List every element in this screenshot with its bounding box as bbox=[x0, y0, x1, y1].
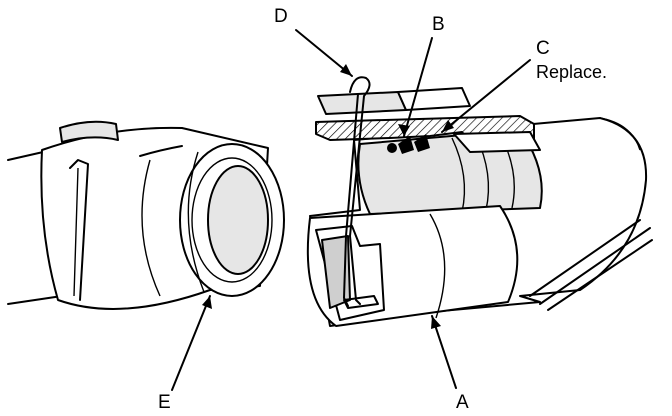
callout-d: D bbox=[274, 6, 288, 27]
callout-c: C bbox=[536, 38, 550, 59]
callout-b: B bbox=[432, 14, 445, 35]
callout-leaders bbox=[171, 29, 531, 391]
callout-a: A bbox=[456, 392, 469, 413]
callout-e: E bbox=[158, 392, 171, 413]
callout-c-note: Replace. bbox=[536, 62, 607, 82]
hose-fitting-e bbox=[7, 120, 285, 310]
seal-section bbox=[315, 87, 541, 154]
retaining-clip-d bbox=[343, 76, 379, 309]
